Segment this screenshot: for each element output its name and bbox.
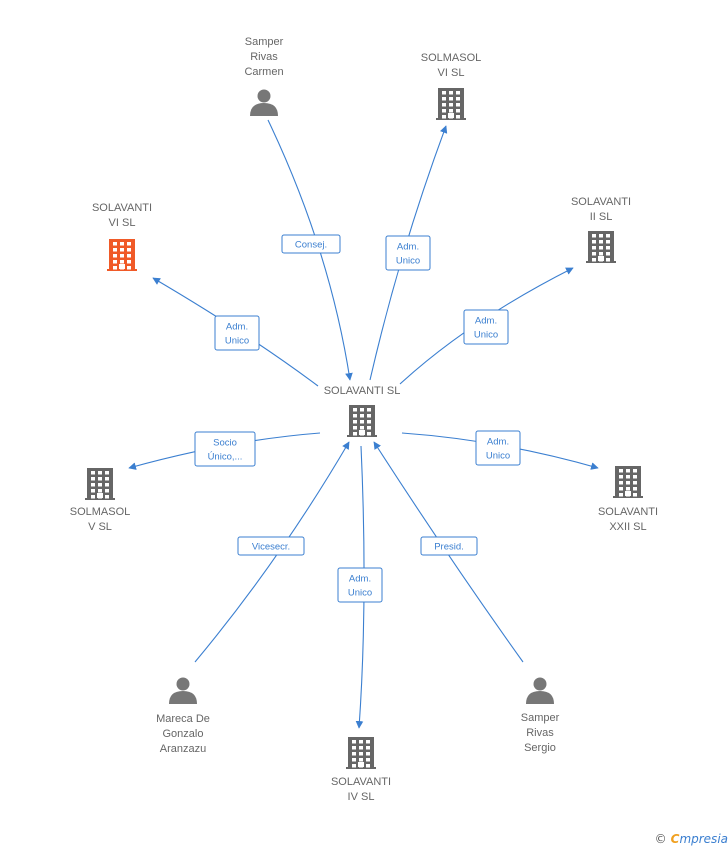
building-icon [85, 468, 115, 500]
edge-label-text: Único,... [208, 452, 243, 463]
edges-layer: Consej.Adm.UnicoAdm.UnicoAdm.UnicoSocioÚ… [128, 119, 599, 729]
edge-mareca: Vicesecr. [194, 441, 350, 663]
edge-label-box[interactable] [475, 430, 521, 466]
edge-label-text: Adm. [475, 316, 497, 327]
edge-label-box[interactable] [385, 235, 431, 271]
node-solavanti_xxii[interactable]: SOLAVANTI XXII SL [598, 466, 658, 533]
node-label: Gonzalo [163, 728, 204, 740]
edge-solmasol_v: SocioÚnico,... [128, 431, 321, 470]
edge-label-box[interactable] [420, 536, 478, 556]
edge-label-box[interactable] [237, 536, 305, 556]
edge-label-text: Unico [225, 336, 249, 347]
edge-label-solmasol_v[interactable]: SocioÚnico,... [194, 431, 256, 467]
node-label: SOLAVANTI [571, 196, 631, 208]
node-center[interactable]: SOLAVANTI SL [324, 385, 401, 437]
node-label: Sergio [524, 742, 556, 754]
edge-label-text: Consej. [295, 240, 327, 251]
node-label: SOLAVANTI [331, 776, 391, 788]
edge-label-text: Unico [474, 330, 498, 341]
edge-solmasol_vi: Adm. Unico [369, 125, 448, 381]
node-label: SOLMASOL [70, 506, 131, 518]
edge-label-text: Adm. [349, 574, 371, 585]
person-icon [250, 89, 278, 116]
edge-solavanti_xxii: Adm. Unico [401, 430, 599, 470]
edge-solavanti_ii: Adm. Unico [399, 267, 574, 385]
building-icon [613, 466, 643, 498]
node-label: II SL [590, 211, 613, 223]
node-solavanti_ii[interactable]: SOLAVANTI II SL [571, 196, 631, 263]
edge-line [194, 441, 350, 663]
node-label: Carmen [244, 66, 283, 78]
node-label: SOLAVANTI [92, 202, 152, 214]
edge-label-solavanti_iv[interactable]: Adm. Unico [337, 567, 383, 603]
edge-label-text: Presid. [434, 542, 464, 553]
nodes-layer: SOLAVANTI SLSamperRivasCarmenSOLMASOLVI … [70, 36, 658, 803]
node-label: SOLMASOL [421, 52, 482, 64]
node-label: IV SL [348, 791, 375, 803]
edge-solavanti_iv: Adm. Unico [337, 445, 383, 729]
edge-label-solavanti_vi[interactable]: Adm. Unico [214, 315, 260, 351]
edge-label-box[interactable] [194, 431, 256, 467]
edge-label-text: Vicesecr. [252, 542, 290, 553]
node-solmasol_v[interactable]: SOLMASOL V SL [70, 468, 131, 533]
edge-label-text: Socio [213, 438, 237, 449]
brand-first-letter: C [670, 832, 680, 846]
edge-label-mareca[interactable]: Vicesecr. [237, 536, 305, 556]
building-icon [107, 239, 137, 271]
node-label: Samper [245, 36, 284, 48]
edge-label-text: Adm. [397, 242, 419, 253]
node-label: SOLAVANTI [598, 506, 658, 518]
brand-name: mpresia [679, 832, 728, 846]
building-icon [436, 88, 466, 120]
building-icon [346, 737, 376, 769]
building-icon [347, 405, 377, 437]
edge-label-box[interactable] [337, 567, 383, 603]
node-label: Aranzazu [160, 743, 206, 755]
node-label: VI SL [438, 67, 465, 79]
node-label: V SL [88, 521, 112, 533]
edge-label-text: Unico [396, 256, 420, 267]
edge-line [373, 441, 524, 663]
node-label: SOLAVANTI SL [324, 385, 401, 397]
edge-label-solavanti_ii[interactable]: Adm. Unico [463, 309, 509, 345]
edge-label-solavanti_xxii[interactable]: Adm. Unico [475, 430, 521, 466]
node-label: Samper [521, 712, 560, 724]
node-solmasol_vi[interactable]: SOLMASOL VI SL [421, 52, 482, 120]
node-label: Rivas [526, 727, 554, 739]
edge-label-box[interactable] [463, 309, 509, 345]
node-label: XXII SL [609, 521, 646, 533]
node-label: VI SL [109, 217, 136, 229]
empresia-logo[interactable]: ©Cmpresia [655, 832, 728, 846]
edge-label-samper_carmen[interactable]: Consej. [281, 234, 341, 254]
building-icon [586, 231, 616, 263]
person-icon [526, 677, 554, 704]
edge-samper_carmen: Consej. [267, 119, 353, 381]
edge-label-text: Unico [486, 451, 510, 462]
edge-label-box[interactable] [281, 234, 341, 254]
edge-label-samper_sergio[interactable]: Presid. [420, 536, 478, 556]
node-label: Rivas [250, 51, 278, 63]
edge-label-solmasol_vi[interactable]: Adm. Unico [385, 235, 431, 271]
copyright-symbol: © [654, 832, 667, 846]
person-icon [169, 677, 197, 704]
node-solavanti_vi[interactable]: SOLAVANTI VI SL [92, 202, 152, 271]
node-label: Mareca De [156, 713, 210, 725]
edge-samper_sergio: Presid. [373, 441, 524, 663]
edge-label-box[interactable] [214, 315, 260, 351]
node-solavanti_iv[interactable]: SOLAVANTI IV SL [331, 737, 391, 803]
edge-solavanti_vi: Adm. Unico [152, 277, 319, 387]
edge-label-text: Adm. [487, 437, 509, 448]
edge-label-text: Unico [348, 588, 372, 599]
edge-label-text: Adm. [226, 322, 248, 333]
